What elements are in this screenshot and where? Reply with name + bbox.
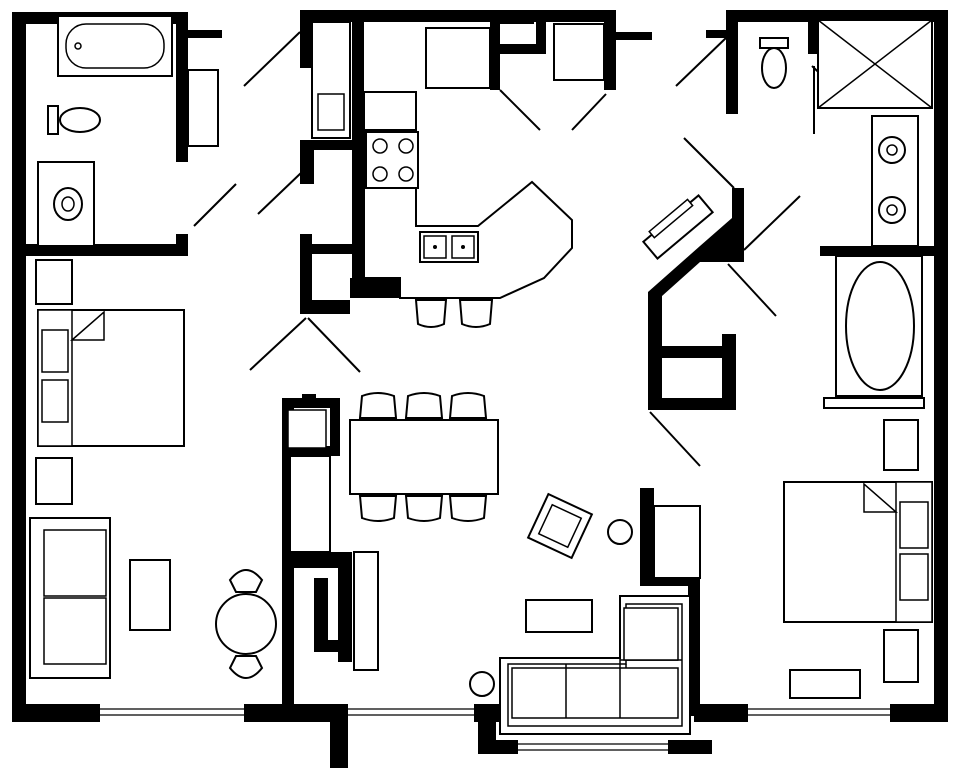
doors [193, 31, 853, 467]
closet-area [641, 194, 715, 260]
chair-icon [228, 655, 264, 679]
interior-walls [26, 10, 948, 716]
toilet-icon [761, 47, 787, 89]
pillow [41, 379, 69, 423]
kitchen-counter [363, 91, 573, 299]
tv-stand [353, 551, 379, 671]
double-vanity-icon [871, 115, 919, 247]
door-swing [727, 263, 777, 317]
wall-shelf [289, 455, 331, 553]
door-swing [571, 93, 607, 131]
sheet-fold [70, 310, 105, 341]
door-swing [243, 31, 301, 87]
exterior-walls [12, 10, 948, 768]
door-swing [193, 183, 237, 227]
towel-shelf [187, 69, 219, 147]
chair-icon [228, 569, 264, 593]
burner [372, 138, 388, 154]
sheet-fold [863, 482, 898, 513]
bath-2 [759, 19, 933, 409]
dining-chair-icon [404, 495, 444, 522]
door-swing [743, 195, 801, 251]
toilet-tank-icon [759, 37, 789, 49]
coffee-table-icon [129, 559, 171, 631]
nightstand-icon [35, 457, 73, 505]
dining-chair-icon [448, 495, 488, 522]
dining-table-icon [349, 419, 499, 495]
dinette [215, 409, 379, 679]
dining-chair-icon [404, 392, 444, 419]
pantry-box [317, 93, 345, 131]
tub-step [823, 397, 925, 409]
refrigerator-icon [425, 27, 491, 89]
side-table-icon [469, 671, 495, 697]
dining-chair-icon [448, 392, 488, 419]
door-swing [257, 171, 303, 215]
dishwasher-icon [553, 23, 605, 81]
sectional-sofa-icon [499, 595, 691, 735]
living [469, 492, 701, 735]
burner [398, 166, 414, 182]
burner [372, 166, 388, 182]
bath-1 [37, 15, 219, 247]
dresser-icon [789, 669, 861, 699]
side-table-icon [607, 519, 633, 545]
kitchen [311, 21, 605, 328]
bar-stool-icon [414, 299, 448, 328]
door-swing [249, 317, 307, 371]
round-table-icon [215, 593, 277, 655]
door-swing [649, 411, 701, 467]
burner [398, 138, 414, 154]
door-swing [683, 137, 735, 189]
nightstand-icon [35, 259, 73, 305]
closet-box [287, 409, 327, 449]
toilet-icon [59, 107, 101, 133]
door-swing [307, 317, 361, 373]
dining [349, 392, 499, 522]
nightstand-icon [883, 629, 919, 683]
dining-chair-icon [358, 495, 398, 522]
media-cabinet [653, 505, 701, 579]
pillow [899, 501, 929, 549]
nightstand-icon [883, 419, 919, 471]
bedroom-1 [29, 259, 185, 679]
armchair-icon [526, 492, 594, 560]
toilet-tank-icon [47, 105, 59, 135]
coffee-table-icon [525, 599, 593, 633]
bar-stool-icon [458, 299, 494, 328]
door-swing [675, 35, 729, 87]
dining-chair-icon [358, 392, 398, 419]
pillow [41, 329, 69, 373]
oval-tub-icon [845, 261, 915, 391]
pillow [899, 553, 929, 601]
bedroom-2 [783, 419, 933, 699]
door-swing [499, 89, 541, 131]
